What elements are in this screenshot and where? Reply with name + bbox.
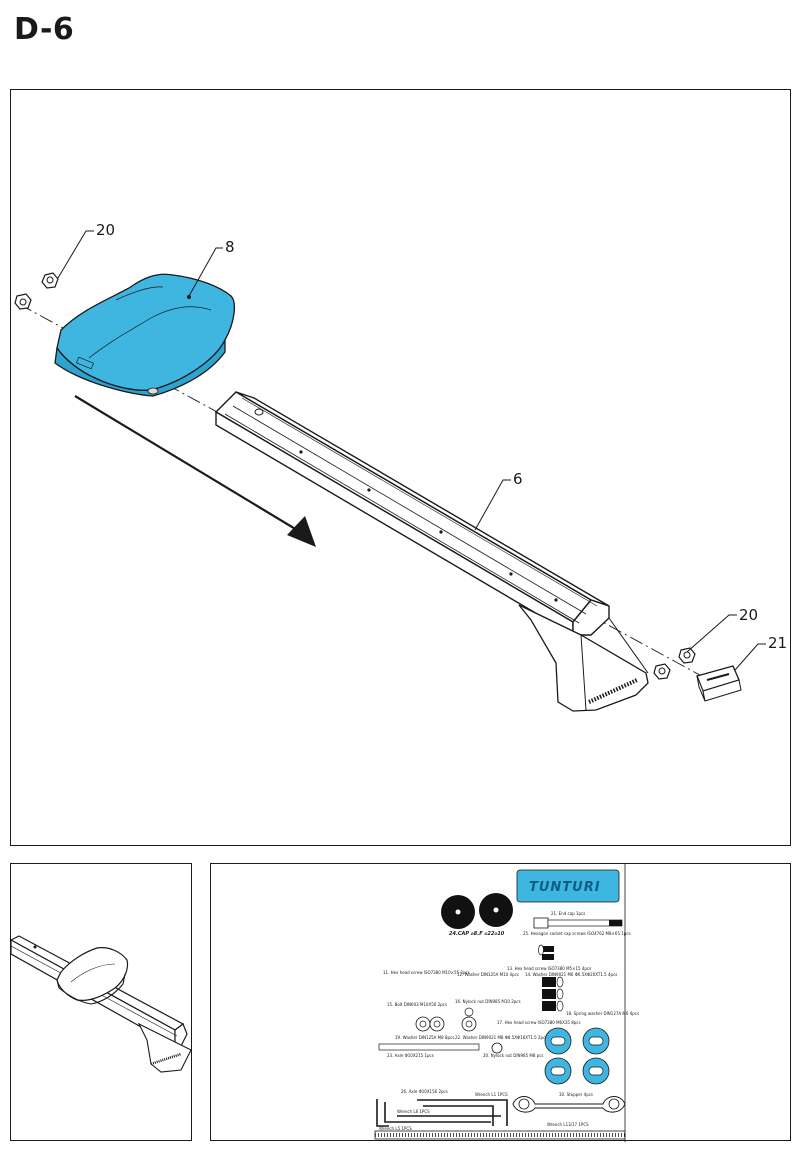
assembled-detail-drawing [11, 935, 192, 1073]
assembly-axis-line [18, 303, 732, 693]
end-cap-part [696, 665, 742, 702]
part-16-label: 16. Nylock nut DIN985 M10 2pcs [455, 999, 521, 1004]
cap-pair [441, 893, 513, 929]
hardware-parts-panel: TUNTURI 24.CAP ⌀8.F ⌀22⌀10 21. End cap 1… [210, 863, 791, 1142]
washers-row [415, 1007, 477, 1032]
seat-part [54, 273, 236, 397]
callout-leaders [57, 230, 766, 671]
direction-arrow [74, 395, 316, 547]
part-26-label: 26. Axle Φ10X156 2pcs [401, 1089, 448, 1094]
part-30-label: 30. Stopper 4pcs [559, 1092, 593, 1097]
exploded-view-panel: 20 8 6 20 21 [10, 89, 791, 846]
part-19-label: 19. Washer DIN125A M8 8pcs [395, 1035, 454, 1040]
wrench-l13-17-label: Wrench L13/17 1PCS [547, 1122, 589, 1127]
stacked-screws [542, 976, 564, 1012]
allen-keys [376, 1099, 508, 1127]
axle-bar [378, 1043, 480, 1051]
tunturi-logo-text: TUNTURI [529, 880, 601, 895]
wrench-l6-label: Wrench L6 1PCS [397, 1109, 430, 1114]
callout-20-left: 20 [96, 221, 115, 239]
stoppers [544, 1027, 610, 1085]
callout-8: 8 [225, 238, 235, 256]
part-22-label: 22. Washer DIN9021 M8 Φ8.5XΦ16XT1.5 2pcs [455, 1035, 547, 1040]
part-11-label: 11. Hex head screw ISO7380 M10×55 2pcs [383, 970, 470, 975]
part-24-label: 24.CAP ⌀8.F ⌀22⌀10 [449, 931, 505, 937]
measuring-ruler [374, 1130, 626, 1140]
nut-left-upper [41, 272, 59, 289]
part-13-label: 13. Hex head screw ISO7380 M5×15 4pcs [507, 966, 591, 971]
wrench-l1-label: Wrench L1 1PCS [475, 1092, 508, 1097]
assembled-detail-panel [10, 863, 192, 1141]
step-title: D-6 [14, 12, 75, 47]
part-17-label: 17. Hex head screw ISO7380 M6X35 8pcs [497, 1020, 581, 1025]
callout-21: 21 [768, 634, 787, 652]
combination-wrench [512, 1096, 626, 1113]
callout-6: 6 [513, 470, 523, 488]
part-14-label: 14. Washer DIN9021 M6 Φ6.5XΦ20XT1.5 4pcs [525, 972, 617, 977]
rail-part [214, 391, 649, 712]
part-12-label: 12. Washer DIN125A M10 4pcs [457, 972, 519, 977]
callout-20-right: 20 [739, 606, 758, 624]
part-20-label: 20. Nylock nut DIN985 M8 pcs [483, 1053, 544, 1058]
wrench-l5-label: Wrench L5 1PCS [379, 1126, 412, 1131]
nut-right-upper [678, 647, 696, 664]
part-15-label: 15. Bolt DIN603 M10X50 2pcs [387, 1002, 447, 1007]
part-23-label: 23. Axle Φ10X215 1pcs [387, 1053, 434, 1058]
nut-left-lower [14, 293, 32, 310]
tunturi-logo: TUNTURI [516, 869, 620, 903]
hardware-parts-sheet: TUNTURI 24.CAP ⌀8.F ⌀22⌀10 21. End cap 1… [374, 864, 639, 1142]
part-25-label: 25. Hexagon socket cap screws ISO4762 M8… [523, 931, 631, 936]
hex-socket-screw [533, 917, 623, 929]
exploded-view-drawing: 20 8 6 20 21 [14, 221, 787, 712]
small-screws [538, 944, 554, 960]
part-21-label: 21. End cap 1pcs [551, 911, 585, 916]
part-18-label: 18. Spring washer DIN127A M6 4pcs [566, 1011, 639, 1016]
nut-right-lower [653, 663, 671, 680]
